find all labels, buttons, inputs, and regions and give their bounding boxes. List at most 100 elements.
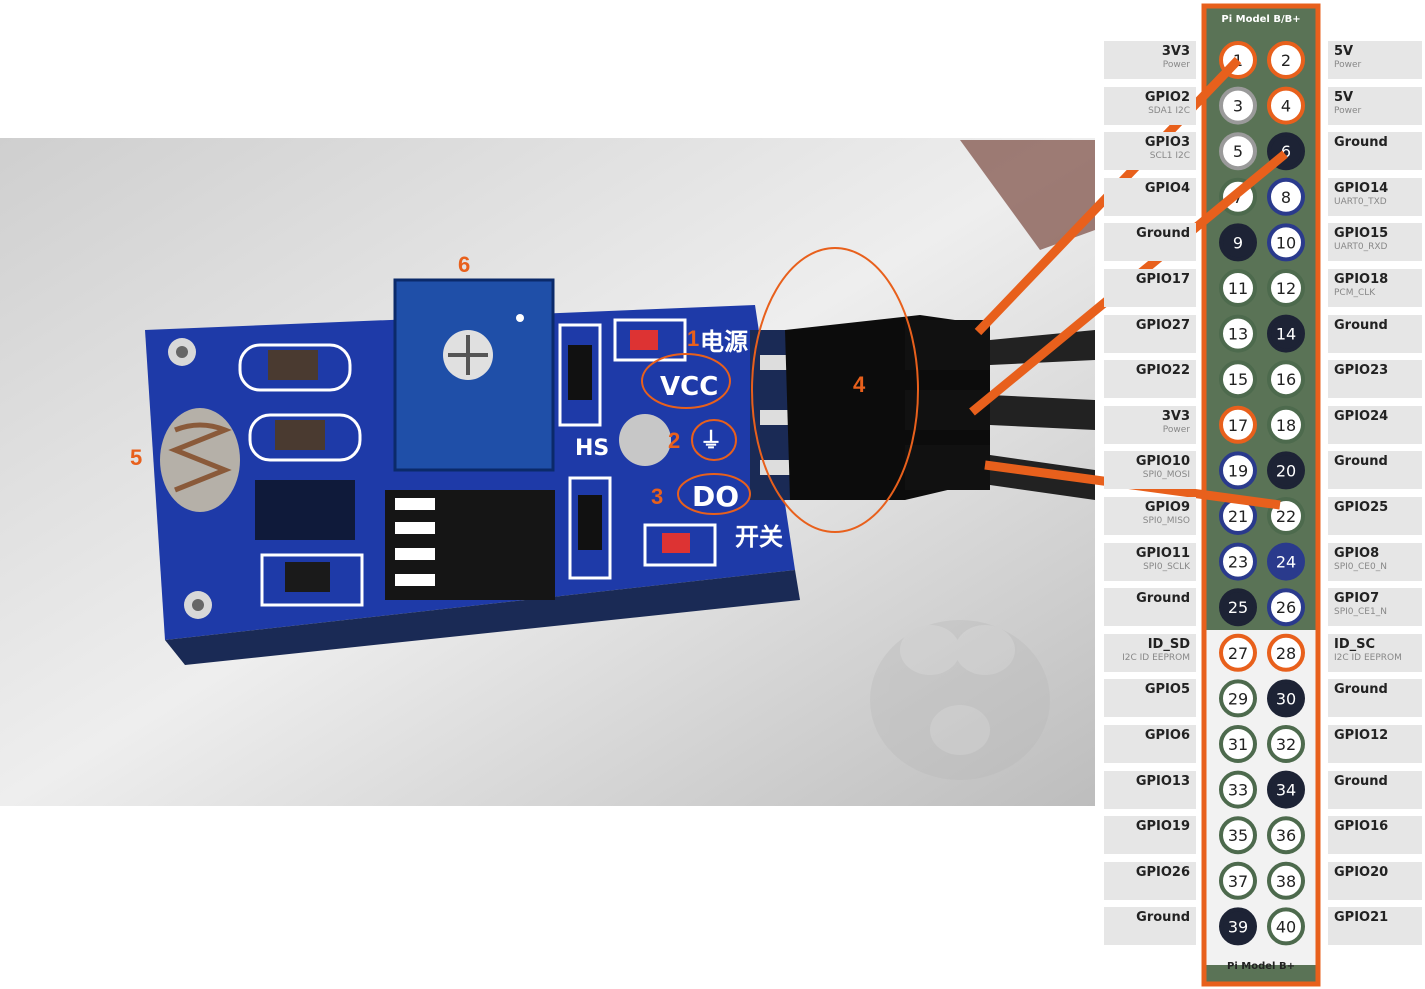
pin-14-label: Ground: [1328, 314, 1422, 353]
pin-40-label: GPIO21: [1328, 907, 1422, 946]
pin-name: Ground: [1136, 226, 1190, 242]
pin-name: GPIO16: [1334, 819, 1389, 835]
pin-36-label: GPIO16: [1328, 816, 1422, 855]
pin-31-label: GPIO6: [1104, 725, 1196, 763]
pin-32-number: 32: [1276, 735, 1296, 754]
pin-18-label: GPIO24: [1328, 405, 1422, 444]
pin-name: GPIO19: [1135, 819, 1190, 835]
signal-led-icon: [662, 533, 690, 553]
pin-8-number: 8: [1281, 188, 1291, 207]
pin-name: GPIO17: [1135, 272, 1190, 287]
annotation-4: 4: [853, 372, 866, 397]
pin-20-number: 20: [1276, 461, 1296, 480]
pin-name: GPIO9: [1144, 500, 1190, 515]
pin-13-number: 13: [1228, 325, 1248, 344]
pin-name: 5V: [1334, 89, 1354, 105]
pin-38-label: GPIO20: [1328, 861, 1422, 900]
pin-25-circle: [1219, 588, 1257, 627]
pin-10-number: 10: [1276, 233, 1296, 252]
pin-name: ID_SD: [1147, 636, 1190, 652]
pin-name: 3V3: [1161, 408, 1190, 424]
pin-34-number: 34: [1276, 781, 1296, 800]
pin-29-label: GPIO5: [1104, 679, 1196, 718]
pin-35-number: 35: [1228, 826, 1248, 845]
pin-35-label: GPIO19: [1104, 816, 1196, 855]
pin-25-label: Ground: [1104, 588, 1196, 627]
pin-name: GPIO13: [1135, 773, 1190, 789]
pin-function: SCL1 I2C: [1149, 151, 1190, 162]
pin-3-circle: [1219, 86, 1257, 125]
pin-name: GPIO3: [1144, 135, 1190, 151]
annotation-3: 3: [651, 484, 663, 509]
pin-13-circle: [1219, 314, 1257, 353]
pin-name: GPIO2: [1144, 89, 1190, 105]
pin-name: GPIO14: [1334, 180, 1389, 196]
pin-33-number: 33: [1228, 781, 1248, 800]
pin-7-label: GPIO4: [1104, 177, 1196, 216]
pin-name: GPIO11: [1135, 545, 1190, 561]
pin-9-number: 9: [1233, 233, 1243, 252]
pin-name: ID_SC: [1334, 636, 1376, 652]
pin-33-circle: [1219, 770, 1257, 809]
pin-24-circle: [1267, 542, 1305, 581]
pin-16-circle: [1267, 360, 1305, 399]
pin-33-label: GPIO13: [1104, 770, 1196, 809]
pin-9-label: Ground: [1104, 223, 1196, 262]
pin-14-number: 14: [1276, 325, 1296, 344]
pin-21-number: 21: [1228, 507, 1248, 526]
pin-25-number: 25: [1228, 598, 1248, 617]
pin-name: GPIO18: [1334, 272, 1389, 287]
pin-39-circle: [1219, 907, 1257, 946]
pin-11-label: GPIO17: [1104, 269, 1196, 307]
pin-39-number: 39: [1228, 917, 1248, 936]
pin-37-number: 37: [1228, 872, 1248, 891]
pin-function: SPI0_CE1_N: [1334, 607, 1387, 618]
pin-function: SPI0_MISO: [1142, 516, 1190, 526]
pin-name: GPIO24: [1334, 408, 1389, 424]
pin-37-circle: [1219, 861, 1257, 900]
pin-37-label: GPIO26: [1104, 861, 1196, 900]
pin-name: GPIO15: [1334, 226, 1389, 242]
pin-5-number: 5: [1233, 142, 1243, 161]
pin-35-circle: [1219, 816, 1257, 855]
pin-function: SPI0_CE0_N: [1334, 561, 1387, 572]
silk-switch-cn: 开关: [735, 523, 783, 551]
pin-6-number: 6: [1281, 142, 1291, 161]
pin-8-circle: [1267, 177, 1305, 216]
pin-30-number: 30: [1276, 689, 1296, 708]
pin-18-circle: [1267, 405, 1305, 444]
pin-36-circle: [1267, 816, 1305, 855]
silk-do: DO: [692, 480, 739, 513]
pin-32-circle: [1267, 725, 1305, 763]
pin-22-number: 22: [1276, 507, 1296, 526]
pin-name: 5V: [1334, 44, 1354, 59]
pin-40-circle: [1267, 907, 1305, 946]
pin-10-circle: [1267, 223, 1305, 262]
header-title-bottom: Pi Model B+: [1227, 961, 1295, 972]
pin-17-number: 17: [1228, 416, 1248, 435]
do-highlight: [677, 473, 751, 515]
pin-26-circle: [1267, 588, 1305, 627]
pin-name: GPIO12: [1334, 728, 1389, 743]
pin-16-label: GPIO23: [1328, 360, 1422, 399]
pin-name: Ground: [1136, 910, 1190, 926]
pin-19-number: 19: [1228, 461, 1248, 480]
pin-name: GPIO25: [1334, 500, 1389, 515]
pin-14-circle: [1267, 314, 1305, 353]
pin-function: PCM_CLK: [1334, 288, 1376, 298]
power-led-icon: [630, 330, 658, 350]
pin-15-number: 15: [1228, 370, 1248, 389]
annotation-1: 1: [687, 326, 699, 351]
pin-name: Ground: [1136, 591, 1190, 607]
pin-name: GPIO22: [1135, 363, 1190, 379]
